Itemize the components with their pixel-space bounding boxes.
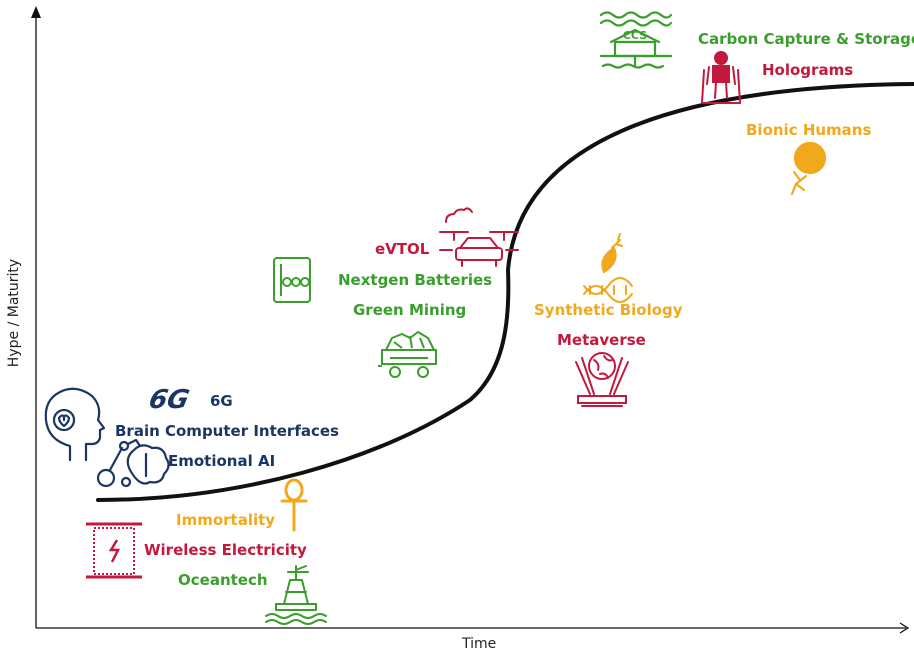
ccs-icon xyxy=(599,11,673,69)
label-emotional-ai: Emotional AI xyxy=(168,452,276,470)
label-bionic-humans: Bionic Humans xyxy=(746,121,872,139)
6g-logo-text: 6G xyxy=(146,385,192,415)
y-axis-arrow-icon xyxy=(31,6,41,18)
label-evtol: eVTOL xyxy=(375,240,430,258)
ankh-icon xyxy=(280,478,308,532)
6g-logo-icon xyxy=(138,385,198,409)
mine-cart-icon xyxy=(378,331,437,378)
ccs-icon-text: CCS xyxy=(623,29,647,42)
flying-car-icon xyxy=(439,207,519,267)
maturity-curve xyxy=(96,82,914,502)
globe-projector-icon xyxy=(575,352,629,407)
label-metaverse: Metaverse xyxy=(557,331,646,349)
battery-pack-icon xyxy=(273,257,311,303)
label-oceantech: Oceantech xyxy=(178,571,268,589)
x-axis-arrow-icon xyxy=(899,622,910,634)
coil-lightning-icon xyxy=(86,522,142,579)
robot-arm-brain-icon xyxy=(96,438,170,488)
dna-leaf-icon xyxy=(583,233,633,303)
bionic-human-icon xyxy=(790,141,827,196)
label-carbon-capture: Carbon Capture & Storage xyxy=(698,30,914,48)
label-immortality: Immortality xyxy=(176,511,276,529)
buoy-icon xyxy=(265,565,327,625)
brain-head-icon xyxy=(44,387,106,462)
label-holograms: Holograms xyxy=(762,61,854,79)
x-axis-title: Time xyxy=(462,636,497,652)
label-green-mining: Green Mining xyxy=(353,301,467,319)
y-axis-title: Hype / Maturity xyxy=(6,258,23,368)
label-synthetic-biology: Synthetic Biology xyxy=(534,301,683,319)
axes xyxy=(31,6,910,634)
label-brain-computer-interfaces: Brain Computer Interfaces xyxy=(115,422,339,440)
label-nextgen-batteries: Nextgen Batteries xyxy=(338,271,493,289)
label-6g: 6G xyxy=(210,392,233,410)
label-wireless-electricity: Wireless Electricity xyxy=(144,541,307,559)
hologram-figure-icon xyxy=(701,51,741,104)
